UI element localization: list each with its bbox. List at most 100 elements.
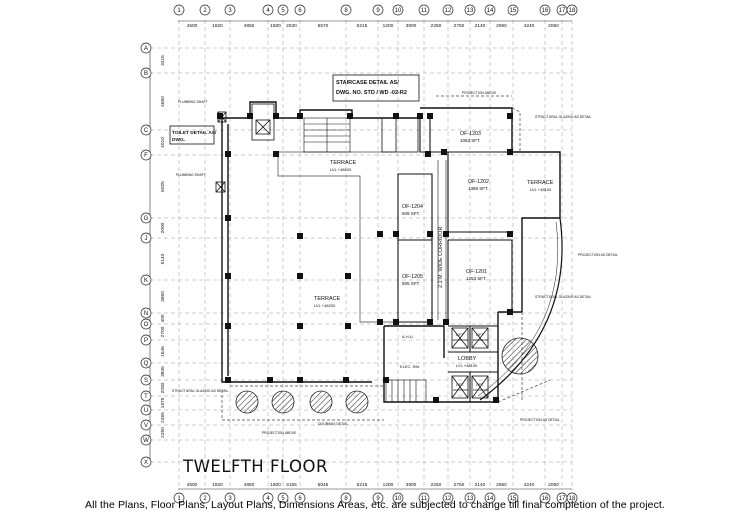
bottom-grid-bubble-label: 14 <box>487 496 494 502</box>
floor-title: TWELFTH FLOOR <box>182 457 328 476</box>
column <box>297 273 303 279</box>
left-grid-bubble-label: T <box>144 394 148 400</box>
staircase-detail-box <box>332 74 420 102</box>
column <box>267 377 273 383</box>
office-1205-area: 805 SFT. <box>402 281 420 286</box>
grid-lines-vertical <box>178 20 573 490</box>
top-grid-bubble-10 <box>392 4 404 16</box>
top-grid-bubble-label: 11 <box>421 8 428 14</box>
corridor-label: 2.1 M. WIDE CORRIDOR <box>438 226 444 288</box>
curved-glazing <box>477 217 563 401</box>
grid-dimension: 2750 <box>454 23 465 29</box>
grid-dimension: 5570 <box>318 23 329 29</box>
column <box>377 319 383 325</box>
column <box>507 231 513 237</box>
bottom-grid-bubble-label: 1 <box>177 496 181 502</box>
grid-dimension: 6025 <box>160 181 166 192</box>
top-grid-bubble-18 <box>566 4 578 16</box>
column <box>225 323 231 329</box>
grid-dimension: 5215 <box>357 482 368 488</box>
grid-dimension: 4240 <box>524 23 535 29</box>
bottom-grid-bubble-label: 3 <box>228 496 232 502</box>
doorway-detail-label: DOORWAY DETAIL <box>318 422 348 426</box>
grid-dimension: 4010 <box>160 137 166 148</box>
structural-glazing-label-3: STRUCTURAL GLAZING AS DETAIL <box>172 389 228 393</box>
left-grid-bubble-W <box>140 434 152 446</box>
planters <box>235 337 539 414</box>
bottom-grid-bubble-6 <box>294 492 306 504</box>
top-grid-bubble-label: 6 <box>298 8 302 14</box>
column <box>443 319 449 325</box>
column <box>441 149 447 155</box>
bottom-grid-bubble-label: 11 <box>421 496 428 502</box>
column <box>507 309 513 315</box>
grid-lines-horizontal <box>150 47 572 463</box>
grid-dimension: 2250 <box>431 482 442 488</box>
grid-dimension: 1500 <box>270 482 281 488</box>
left-grid-bubble-label: P <box>144 338 148 344</box>
column <box>427 231 433 237</box>
column <box>347 113 353 119</box>
left-grid-bubble-Q <box>140 357 152 369</box>
terrace-right-label: TERRACE <box>527 180 554 186</box>
column <box>345 273 351 279</box>
terrace-main-label: TERRACE <box>314 296 341 302</box>
left-grid-bubble-X <box>140 456 152 468</box>
column <box>225 377 231 383</box>
toilet-detail-box <box>169 125 215 145</box>
grid-dimension: 4850 <box>244 23 255 29</box>
left-grid-bubble-label: J <box>145 236 148 242</box>
left-grid-bubble-B <box>140 67 152 79</box>
terrace-right-level: LVL +48100 <box>530 187 552 192</box>
lift-3-size: 2000X2000 <box>453 388 469 392</box>
grid-dimension: 2250 <box>160 427 166 438</box>
elec-room-label: ELEC. RM. <box>400 364 420 369</box>
projection-above-label-2: PROJECTION ABOVE <box>262 431 297 435</box>
column <box>225 215 231 221</box>
grid-dimension: 2250 <box>431 23 442 29</box>
bottom-grid-bubble-label: 10 <box>395 496 402 502</box>
left-grid-bubble-label: K <box>144 278 148 284</box>
terrace-boundaries <box>221 95 551 421</box>
bottom-grid-bubble-label: 8 <box>344 496 348 502</box>
top-grid-bubble-label: 8 <box>344 8 348 14</box>
left-grid-bubble-U <box>140 404 152 416</box>
grid-dimension: 2960 <box>496 23 507 29</box>
top-grid-bubble-9 <box>372 4 384 16</box>
projection-as-detail-label: PROJECTION AS DETAIL <box>520 418 560 422</box>
lift-3-label: LIFT <box>456 383 464 387</box>
terrace-main-level: LVL +48200 <box>314 303 336 308</box>
left-grid-bubble-T <box>140 390 152 402</box>
top-grid-bubble-5 <box>277 4 289 16</box>
office-partitions <box>397 118 513 402</box>
staircase <box>303 117 427 403</box>
left-grid-bubble-label: V <box>144 423 148 429</box>
lobby-label: LOBBY <box>458 356 477 362</box>
left-grid-bubble-N <box>140 307 152 319</box>
grid-dimension: 2560 <box>496 482 507 488</box>
lift-1-size: 2000X2000 <box>453 338 469 342</box>
left-grid-bubble-label: X <box>144 460 148 466</box>
projection-above-label-1: PROJECTION ABOVE <box>462 91 497 95</box>
grid-dimension: 2060 <box>548 23 559 29</box>
bottom-grid-bubble-label: 5 <box>281 496 285 502</box>
grid-dimension: 2060 <box>548 482 559 488</box>
column <box>345 323 351 329</box>
top-grid-bubble-16 <box>539 4 551 16</box>
left-grid-bubble-S <box>140 374 152 386</box>
grid-dimension: 1975 <box>160 397 166 408</box>
bottom-grid-bubble-label: 16 <box>542 496 549 502</box>
structural-glazing-label-1: STRUCTURAL GLAZING AS DETAIL <box>535 115 591 119</box>
grid-dimension: 1200 <box>383 23 394 29</box>
grid-dimension: 1645 <box>160 346 166 357</box>
column <box>217 113 223 119</box>
disclaimer-text: All the Plans, Floor Plans, Layout Plans… <box>85 499 665 511</box>
lift-2-size: 2000X2000 <box>473 338 489 342</box>
bottom-grid-bubble-label: 9 <box>376 496 380 502</box>
bottom-grid-bubble-3 <box>224 492 236 504</box>
left-grid-bubble-label: C <box>144 128 149 134</box>
bottom-grid-bubble-label: 15 <box>510 496 517 502</box>
grid-dimension: 2700 <box>160 326 166 337</box>
